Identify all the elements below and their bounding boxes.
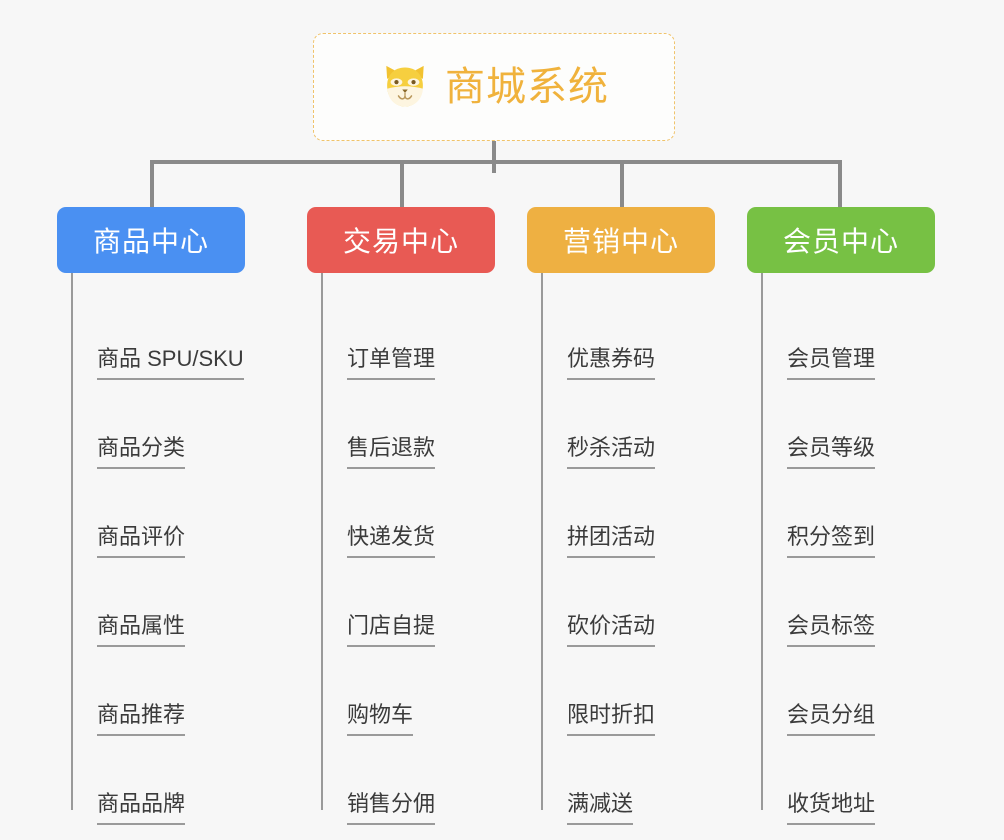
branch-spine-marketing: [541, 273, 543, 810]
leaf-item[interactable]: 会员管理: [747, 291, 935, 380]
leaf-label: 收货地址: [787, 791, 876, 825]
shiba-dog-face-icon: [379, 61, 431, 113]
leaf-label: 销售分佣: [347, 791, 436, 825]
leaf-item[interactable]: 售后退款: [307, 380, 495, 469]
branch-header-trade[interactable]: 交易中心: [307, 207, 495, 273]
leaf-item[interactable]: 限时折扣: [527, 647, 715, 736]
leaf-item[interactable]: 积分签到: [747, 469, 935, 558]
branch-marketing: 营销中心 优惠券码 秒杀活动 拼团活动 砍价活动 限时折扣 满减送: [527, 207, 715, 825]
connector-drop-marketing: [620, 160, 624, 207]
branch-body-products: 商品 SPU/SKU 商品分类 商品评价 商品属性 商品推荐 商品品牌: [57, 273, 245, 825]
branch-spine-member: [761, 273, 763, 810]
leaf-label: 会员标签: [787, 613, 876, 647]
leaf-label: 会员管理: [787, 346, 876, 380]
leaf-label: 订单管理: [347, 346, 436, 380]
leaf-label: 购物车: [347, 702, 414, 736]
leaf-label: 秒杀活动: [567, 435, 656, 469]
leaf-item[interactable]: 会员等级: [747, 380, 935, 469]
leaf-label: 商品推荐: [97, 702, 186, 736]
branch-spine-products: [71, 273, 73, 810]
root-title: 商城系统: [445, 65, 609, 109]
branch-header-products[interactable]: 商品中心: [57, 207, 245, 273]
branch-spine-trade: [321, 273, 323, 810]
leaf-label: 商品 SPU/SKU: [97, 346, 244, 380]
leaf-label: 优惠券码: [567, 346, 656, 380]
leaf-item[interactable]: 商品品牌: [57, 736, 245, 825]
leaf-label: 限时折扣: [567, 702, 656, 736]
leaf-label: 门店自提: [347, 613, 436, 647]
leaf-label: 拼团活动: [567, 524, 656, 558]
leaf-item[interactable]: 销售分佣: [307, 736, 495, 825]
leaf-item[interactable]: 商品评价: [57, 469, 245, 558]
leaf-item[interactable]: 优惠券码: [527, 291, 715, 380]
root-node[interactable]: 商城系统: [313, 33, 675, 141]
branch-body-member: 会员管理 会员等级 积分签到 会员标签 会员分组 收货地址: [747, 273, 935, 825]
branch-body-marketing: 优惠券码 秒杀活动 拼团活动 砍价活动 限时折扣 满减送: [527, 273, 715, 825]
leaf-label: 商品分类: [97, 435, 186, 469]
leaf-item[interactable]: 快递发货: [307, 469, 495, 558]
leaf-item[interactable]: 拼团活动: [527, 469, 715, 558]
leaf-label: 商品属性: [97, 613, 186, 647]
leaf-item[interactable]: 订单管理: [307, 291, 495, 380]
leaf-item[interactable]: 门店自提: [307, 558, 495, 647]
branch-trade: 交易中心 订单管理 售后退款 快递发货 门店自提 购物车 销售分佣: [307, 207, 495, 825]
leaf-label: 会员分组: [787, 702, 876, 736]
branch-body-trade: 订单管理 售后退款 快递发货 门店自提 购物车 销售分佣: [307, 273, 495, 825]
leaf-label: 快递发货: [347, 524, 436, 558]
leaf-label: 商品品牌: [97, 791, 186, 825]
branch-header-member[interactable]: 会员中心: [747, 207, 935, 273]
leaf-item[interactable]: 商品分类: [57, 380, 245, 469]
leaf-label: 商品评价: [97, 524, 186, 558]
leaf-label: 积分签到: [787, 524, 876, 558]
branch-header-marketing[interactable]: 营销中心: [527, 207, 715, 273]
branch-products: 商品中心 商品 SPU/SKU 商品分类 商品评价 商品属性 商品推荐 商品品牌: [57, 207, 245, 825]
leaf-label: 砍价活动: [567, 613, 656, 647]
leaf-item[interactable]: 购物车: [307, 647, 495, 736]
leaf-item[interactable]: 满减送: [527, 736, 715, 825]
leaf-label: 会员等级: [787, 435, 876, 469]
connector-drop-member: [838, 160, 842, 207]
connector-stem: [492, 141, 496, 173]
leaf-item[interactable]: 收货地址: [747, 736, 935, 825]
leaf-item[interactable]: 商品 SPU/SKU: [57, 291, 245, 380]
leaf-item[interactable]: 会员标签: [747, 558, 935, 647]
connector-drop-products: [150, 160, 154, 207]
leaf-item[interactable]: 商品推荐: [57, 647, 245, 736]
leaf-item[interactable]: 砍价活动: [527, 558, 715, 647]
connector-drop-trade: [400, 160, 404, 207]
branch-member: 会员中心 会员管理 会员等级 积分签到 会员标签 会员分组 收货地址: [747, 207, 935, 825]
connector-bus: [150, 160, 840, 164]
leaf-item[interactable]: 商品属性: [57, 558, 245, 647]
leaf-item[interactable]: 秒杀活动: [527, 380, 715, 469]
leaf-item[interactable]: 会员分组: [747, 647, 935, 736]
leaf-label: 满减送: [567, 791, 634, 825]
leaf-label: 售后退款: [347, 435, 436, 469]
